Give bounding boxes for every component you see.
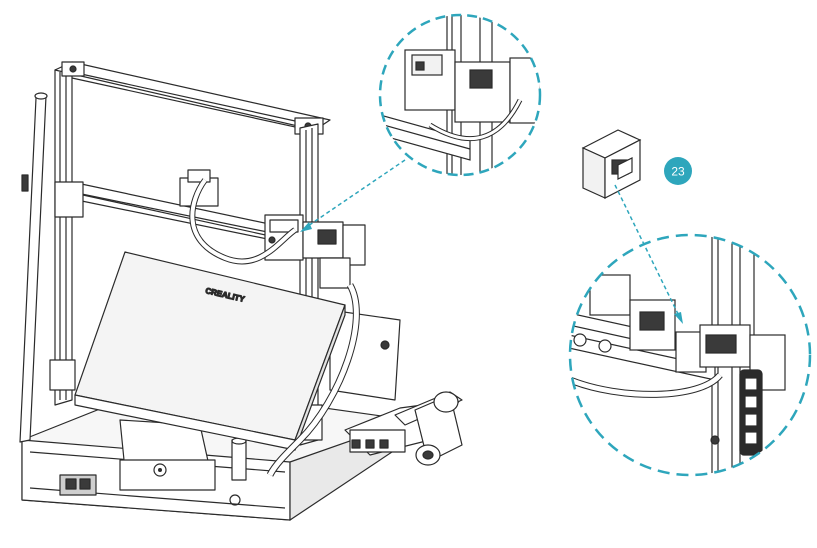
left-vertical-frame bbox=[19, 64, 76, 443]
bottom-detail-callout bbox=[568, 233, 812, 477]
step-number: 23 bbox=[671, 165, 685, 179]
printer-illustration: CREALITY bbox=[19, 61, 463, 521]
part-arrow-head bbox=[674, 312, 683, 324]
step-number-badge: 23 bbox=[664, 157, 692, 185]
bottom-callout-ring bbox=[568, 233, 812, 477]
cable-clip-part bbox=[581, 129, 642, 199]
top-callout-leader bbox=[304, 159, 406, 229]
spool-holder bbox=[344, 391, 463, 466]
print-bed: CREALITY bbox=[74, 251, 346, 451]
top-detail-callout bbox=[378, 13, 542, 177]
top-callout-ring bbox=[378, 13, 542, 177]
leader-arrow-head bbox=[300, 222, 312, 232]
part-callout-leader bbox=[614, 184, 681, 319]
top-gantry bbox=[54, 61, 331, 135]
